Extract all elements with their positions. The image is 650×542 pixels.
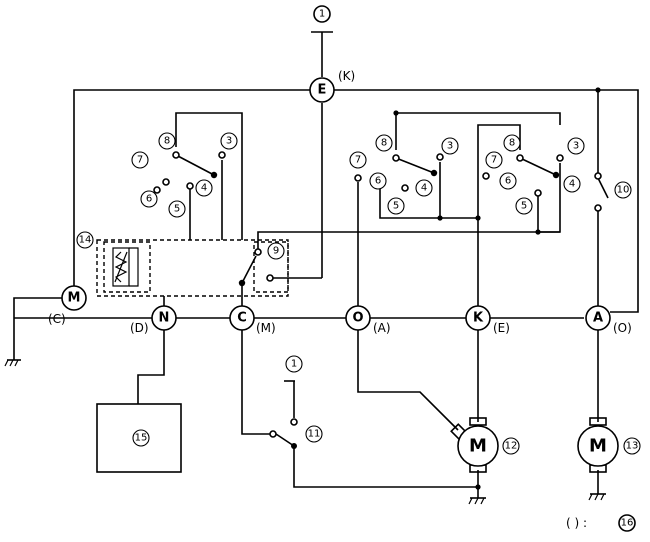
callout-9-circle [267, 242, 285, 260]
callout-13-circle [623, 437, 641, 455]
callout-8-label: 8 [381, 138, 387, 149]
terminal-K: K [465, 305, 491, 331]
callout-4-label: 4 [569, 179, 575, 190]
ground-left [4, 297, 62, 367]
callout-6-label: 6 [505, 176, 511, 187]
switch-group-middle [354, 110, 561, 306]
box-15 [96, 403, 182, 473]
motor-12-label: M [469, 436, 487, 457]
svg-text:A: A [593, 311, 603, 326]
svg-text:M: M [68, 291, 81, 306]
ground-motor-13 [588, 493, 606, 501]
callout-14-circle [76, 231, 94, 249]
label-A: (A) [373, 321, 391, 335]
callout-8-label: 8 [509, 138, 515, 149]
switch-group-right [475, 124, 564, 306]
label-C: (C) [48, 312, 66, 326]
callout-3-circle [220, 132, 238, 150]
svg-text:K: K [473, 311, 484, 326]
label-D: (D) [130, 321, 149, 335]
callout-6-circle [369, 172, 387, 190]
switch-group-left [153, 112, 243, 240]
callout-1-label: 1 [291, 359, 297, 370]
callout-4-circle [563, 175, 581, 193]
callout-7-circle [131, 151, 149, 169]
callout-12-label: 12 [505, 441, 518, 452]
callout-7-label: 7 [137, 155, 143, 166]
callout-13-label: 13 [626, 441, 639, 452]
callout-8-circle [158, 132, 176, 150]
relay-box-14 [96, 231, 560, 306]
callout-1-circle [285, 355, 303, 373]
svg-text:O: O [352, 311, 363, 326]
callout-5-circle [168, 200, 186, 218]
label-M: (M) [256, 321, 276, 335]
legend-prefix: ( ) : [566, 516, 587, 530]
lower-wiring [137, 330, 599, 498]
callout-11-label: 11 [308, 429, 321, 440]
callout-7-circle [349, 151, 367, 169]
callout-3-circle [441, 137, 459, 155]
callout-5-label: 5 [521, 201, 527, 212]
legend: ( ) : 16 [566, 514, 636, 532]
callout-4-circle [415, 179, 433, 197]
callout-4-circle [195, 179, 213, 197]
callout-8-label: 8 [164, 136, 170, 147]
switch-10 [594, 87, 609, 306]
terminal-M: M [61, 285, 87, 311]
legend-callout-16: 16 [621, 518, 634, 529]
callout-7-label: 7 [355, 155, 361, 166]
svg-text:C: C [237, 311, 247, 326]
label-E: (E) [493, 321, 510, 335]
callout-15-circle [132, 429, 150, 447]
callout-4-label: 4 [201, 183, 207, 194]
label-O: (O) [613, 321, 632, 335]
svg-text:N: N [159, 311, 170, 326]
terminal-A: A [585, 305, 611, 331]
callout-8-circle [503, 134, 521, 152]
callout-6-label: 6 [146, 194, 152, 205]
callout-6-circle [140, 190, 158, 208]
terminal-O: O [345, 305, 371, 331]
terminal-C: C [229, 305, 255, 331]
callout-7-label: 7 [491, 155, 497, 166]
callout-10-label: 10 [617, 185, 630, 196]
callout-3-label: 3 [226, 136, 232, 147]
callout-3-label: 3 [447, 141, 453, 152]
motor-12: M [450, 417, 499, 473]
callout-10-circle [614, 181, 632, 199]
terminal-N: N [151, 305, 177, 331]
callout-6-circle [499, 172, 517, 190]
callout-11-circle [305, 425, 323, 443]
top-power-feed: 1 [311, 5, 333, 77]
svg-text:E: E [318, 83, 327, 98]
callout-15-label: 15 [135, 433, 148, 444]
callout-3-circle [567, 137, 585, 155]
callout-1-top-label: 1 [319, 9, 325, 20]
callout-9-label: 9 [273, 246, 279, 257]
callout-7-circle [485, 151, 503, 169]
callout-4-label: 4 [421, 183, 427, 194]
frame-wires [14, 89, 639, 319]
callout-1-top [313, 5, 331, 23]
callout-3-label: 3 [573, 141, 579, 152]
ground-motor-12 [468, 484, 486, 505]
callout-5-label: 5 [393, 201, 399, 212]
callout-5-circle [387, 197, 405, 215]
alt-terminal-labels: (K) (C) (D) (M) (A) (E) (O) [48, 69, 632, 335]
label-K-top: (K) [338, 69, 355, 83]
terminal-E: E [309, 77, 335, 103]
callout-6-label: 6 [375, 176, 381, 187]
callout-5-label: 5 [174, 204, 180, 215]
motor-13-label: M [589, 436, 607, 457]
callout-12-circle [502, 437, 520, 455]
motor-13: M [577, 417, 619, 473]
callout-14-label: 14 [79, 235, 92, 246]
callout-5-circle [515, 197, 533, 215]
callout-8-circle [375, 134, 393, 152]
